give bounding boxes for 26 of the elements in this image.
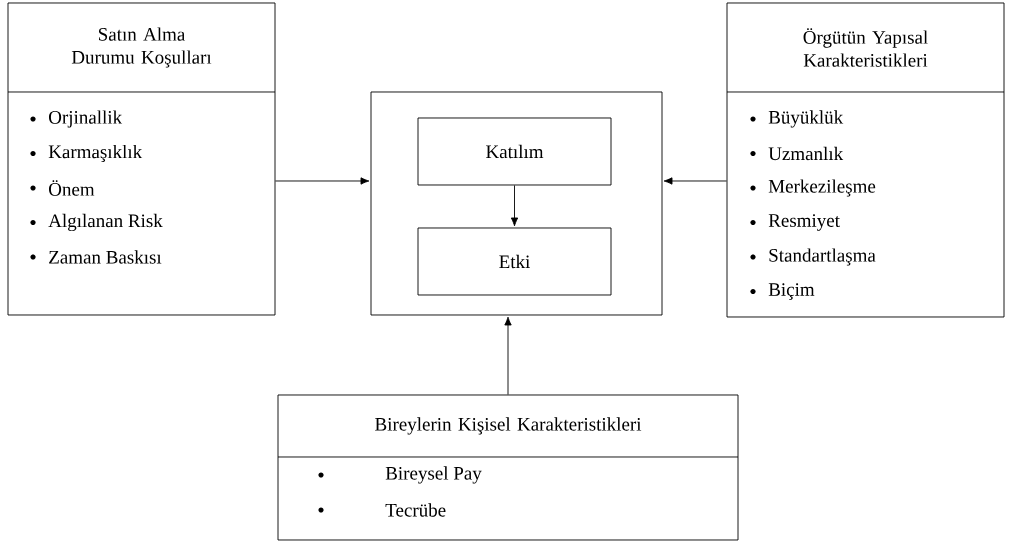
box-heading: Satın Alma Durumu Koşulları (71, 27, 212, 68)
list-item: Algılanan Risk (48, 213, 163, 232)
arrow (663, 177, 727, 185)
arrow (275, 177, 370, 185)
arrow (504, 316, 512, 395)
list-item: Standartlaşma (769, 248, 876, 266)
box-heading: Örgütün Yapısal Karakteristikleri (803, 28, 928, 67)
process-box: Katılım (417, 117, 612, 186)
list-item: Büyüklük (768, 110, 844, 128)
list-item: Uzmanlık (768, 146, 844, 161)
arrow (510, 185, 519, 227)
list-item: Karmaşıklık (48, 144, 143, 163)
list-box (726, 2, 1005, 318)
list-item: Biçim (768, 283, 815, 300)
process-box: Etki (417, 227, 612, 296)
frame-box (370, 91, 663, 316)
list-box (277, 394, 739, 541)
list-item: Önem (49, 180, 95, 196)
list-box (7, 2, 276, 316)
list-item: Zaman Baskısı (49, 250, 162, 264)
list-item: Resmiyet (768, 214, 840, 231)
list-item: Merkezileşme (768, 179, 876, 197)
list-item: Bireysel Pay (385, 466, 482, 484)
list-item: Tecrübe (385, 503, 446, 517)
box-heading: Bireylerin Kişisel Karakteristikleri (375, 417, 642, 435)
list-item: Orjinallik (49, 110, 123, 128)
